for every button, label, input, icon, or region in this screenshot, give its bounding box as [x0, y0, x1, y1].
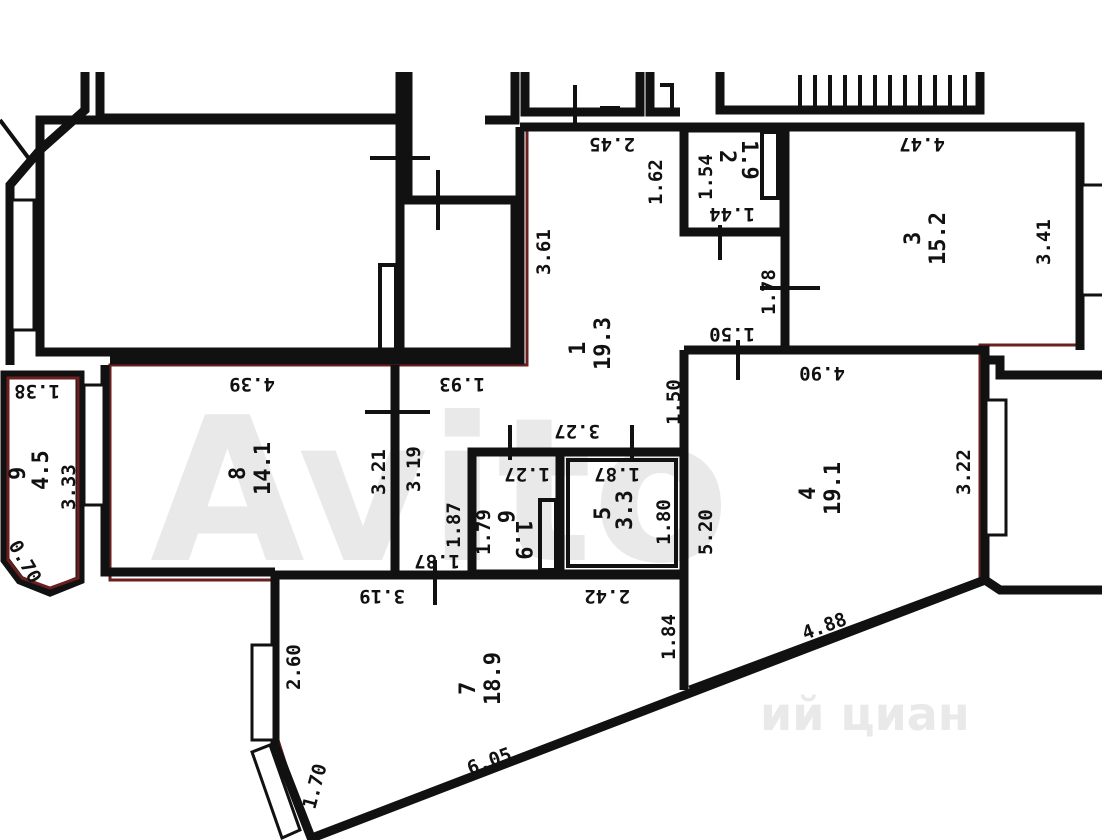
- dim-2-42: 2.42: [584, 585, 630, 607]
- dim-1-38: 1.38: [14, 380, 60, 402]
- dim-1-62: 1.62: [645, 159, 667, 205]
- dim-4-90: 4.90: [799, 362, 845, 384]
- dim-1-54: 1.54: [695, 154, 717, 200]
- dim-1-70: 1.70: [299, 761, 332, 811]
- dim-3-21: 3.21: [368, 449, 390, 495]
- dim-3-33: 3.33: [58, 464, 80, 510]
- window-room4: [984, 398, 1008, 537]
- room-5-area: 3.3: [613, 490, 638, 530]
- dim-3-19-bottom: 3.19: [359, 585, 405, 607]
- dim-1-93: 1.93: [439, 373, 485, 395]
- dim-3-61: 3.61: [533, 229, 555, 275]
- room-5-number: 5: [591, 507, 616, 520]
- dim-3-22: 3.22: [953, 449, 975, 495]
- room-6-area: 1.9: [510, 520, 535, 560]
- dim-1-87-top: 1.87: [594, 463, 640, 485]
- dim-4-47: 4.47: [899, 133, 945, 155]
- room-4-number: 4: [796, 487, 821, 500]
- window-room8: [82, 383, 106, 507]
- dim-3-27: 3.27: [554, 420, 600, 442]
- room-2-number: 2: [714, 150, 739, 163]
- dim-1-44: 1.44: [709, 203, 755, 225]
- room-1-number: 1: [566, 342, 591, 355]
- room-labels: 1 19.3 2 1.9 3 15.2 4 19.1 5 3.3 6 1.9 7…: [6, 140, 951, 705]
- room-9-area: 4.5: [29, 450, 54, 490]
- dim-2-45: 2.45: [589, 133, 635, 155]
- window-upper-left: [10, 198, 36, 332]
- dim-1-79: 1.79: [473, 509, 495, 555]
- room-1-area: 19.3: [591, 317, 616, 370]
- dim-4-39: 4.39: [229, 373, 275, 395]
- room-3-area: 15.2: [926, 212, 951, 265]
- window-room7-corner: [250, 743, 302, 840]
- dim-3-41: 3.41: [1033, 219, 1055, 265]
- room-4-area: 19.1: [821, 462, 846, 515]
- window-room3: [1080, 183, 1102, 297]
- dim-1-78: 1.78: [758, 269, 780, 315]
- room-9-number: 9: [6, 467, 31, 480]
- dim-1-50-mid: 1.50: [663, 379, 685, 425]
- dim-3-19: 3.19: [403, 446, 425, 492]
- room-6-number: 6: [492, 510, 517, 523]
- dim-2-60: 2.60: [283, 644, 305, 690]
- room-7-number: 7: [456, 682, 481, 695]
- room-2-area: 1.9: [736, 140, 761, 180]
- apartment-walls: [0, 122, 1102, 840]
- window-room7: [250, 643, 276, 742]
- room-8-number: 8: [226, 467, 251, 480]
- room-3-number: 3: [901, 232, 926, 245]
- dim-1-84: 1.84: [658, 614, 680, 660]
- dim-1-87-bottom: 1.87: [414, 550, 460, 572]
- dim-5-20: 5.20: [695, 509, 717, 555]
- room-7-area: 18.9: [481, 652, 506, 705]
- watermark-bottom-text: ий циан: [760, 687, 970, 741]
- dim-1-87-left: 1.87: [443, 502, 465, 548]
- dim-1-27: 1.27: [504, 463, 550, 485]
- room-8-area: 14.1: [251, 442, 276, 495]
- stair-lines: [798, 75, 967, 110]
- dim-1-80: 1.80: [653, 499, 675, 545]
- dim-1-50-top: 1.50: [709, 323, 755, 345]
- upper-walls: [0, 72, 985, 365]
